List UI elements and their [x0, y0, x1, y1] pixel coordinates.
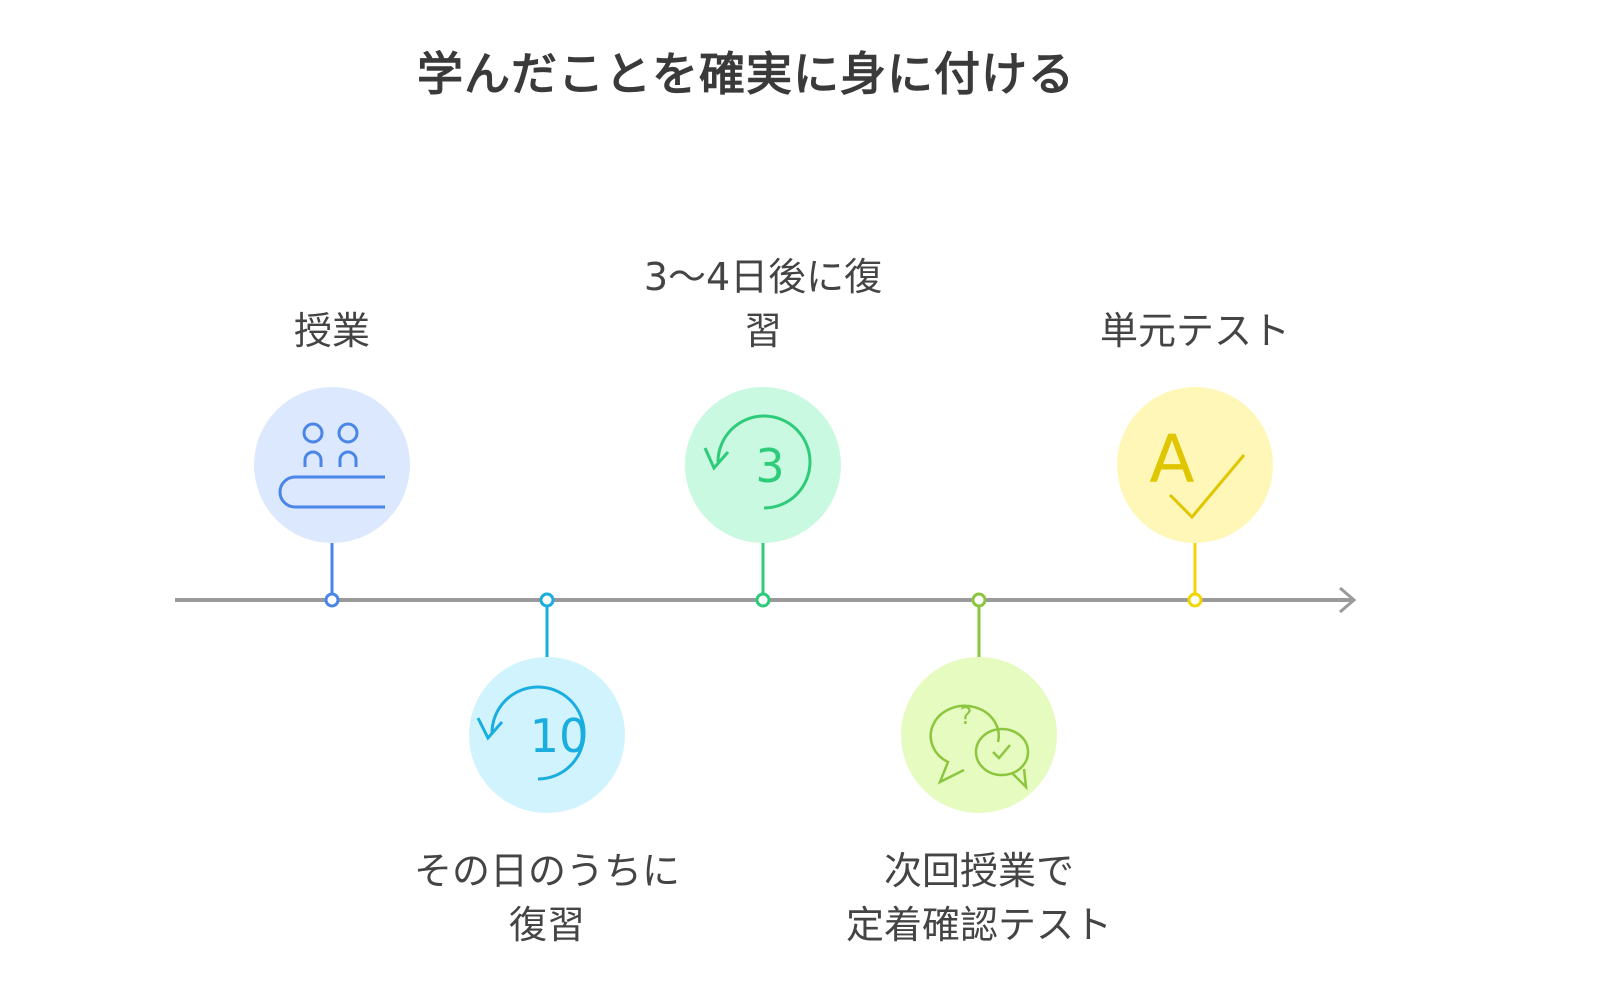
step-circle: [901, 657, 1057, 813]
step-label-3-4-days-review: 3〜4日後に復習: [643, 255, 883, 353]
step-circle: [469, 657, 625, 813]
step-label-lecture: 授業: [293, 309, 370, 353]
timeline-marker: [755, 592, 771, 608]
step-3-4-days-review: 3: [685, 387, 841, 608]
classroom-icon: [278, 422, 385, 509]
axis-arrow-icon: [1339, 586, 1357, 614]
svg-text:3: 3: [755, 439, 784, 493]
timeline-marker: [1187, 592, 1203, 608]
rewind-10-icon: 10: [476, 685, 589, 781]
step-circle: [1117, 387, 1273, 543]
step-label-same-day-review: その日のうちに復習: [413, 849, 680, 947]
step-circle: [254, 387, 410, 543]
rewind-3-icon: 3: [703, 414, 812, 510]
spell-check-icon: A: [1149, 421, 1246, 520]
svg-text:A: A: [1149, 421, 1194, 498]
svg-text:10: 10: [530, 709, 589, 763]
timeline-marker: [971, 592, 987, 608]
timeline-marker: [324, 592, 340, 608]
step-unit-test: A: [1117, 387, 1273, 608]
step-label-unit-test: 単元テスト: [1099, 309, 1290, 353]
svg-text:?: ?: [960, 702, 973, 730]
diagram-title: 学んだことを確実に身に付ける: [417, 47, 1075, 101]
step-label-next-class-test: 次回授業で定着確認テスト: [845, 849, 1112, 947]
step-same-day-review: 10: [469, 592, 625, 813]
step-circle: [685, 387, 841, 543]
step-next-class-test: ?: [901, 592, 1057, 813]
step-lecture: [254, 387, 410, 608]
timeline-marker: [539, 592, 555, 608]
question-answer-chat-icon: ?: [929, 702, 1030, 791]
